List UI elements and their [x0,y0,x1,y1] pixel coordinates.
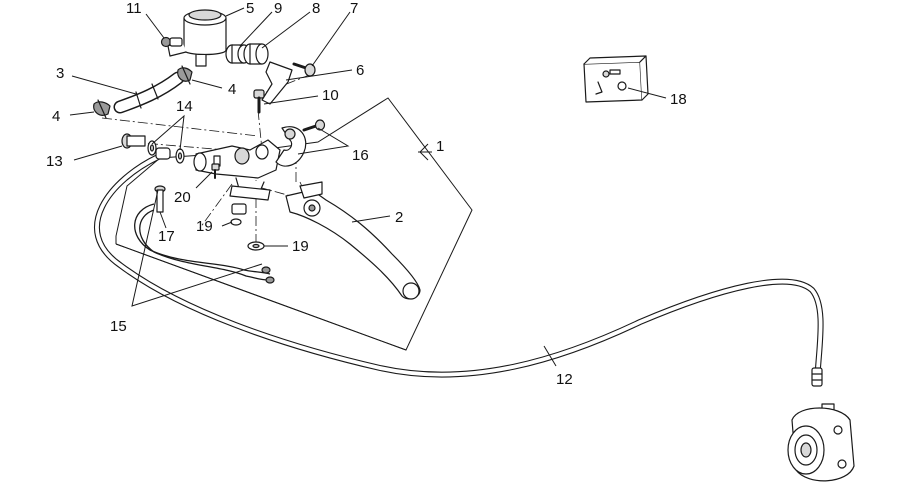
callout-13: 13 [46,153,63,170]
screw-20 [211,163,220,179]
callout-10: 10 [322,87,339,104]
callout-19-left: 19 [196,218,213,235]
clutch-lever-2 [285,181,421,300]
callout-18: 18 [670,91,687,108]
callout-14: 14 [176,98,193,115]
switch-block [231,203,247,215]
bracket-6 [261,61,293,105]
callout-11: 11 [126,0,142,17]
callout-15: 15 [110,318,127,335]
washer-19-left [230,218,242,226]
callout-8: 8 [312,0,320,17]
washer-19-right [247,241,265,251]
clamp-4-left [93,99,111,119]
assembly-frame [115,97,473,351]
hose-banjo-end [155,147,171,160]
clutch-hose-12 [94,154,824,378]
callout-20: 20 [174,189,191,206]
callout-6: 6 [356,62,364,79]
callout-19-right: 19 [292,238,309,255]
switch-wire-15 [134,203,275,284]
bushing-8 [243,43,269,65]
switch-plate [229,185,271,201]
callout-9: 9 [274,0,282,17]
clamp-4-top [177,65,193,85]
callout-3: 3 [56,65,64,82]
reservoir-5 [167,9,227,67]
bolt-17 [154,185,166,213]
callout-2: 2 [395,209,403,226]
callout-16: 16 [352,147,369,164]
reservoir-hose-3 [113,71,185,114]
bolt-11 [160,36,183,48]
assembly-frame-side [115,243,407,351]
callout-7: 7 [350,0,358,17]
clamp-screw-16 [302,119,326,132]
washers-14 [147,140,185,164]
banjo-bolt-13 [121,133,146,149]
callout-4-top: 4 [228,81,236,98]
callout-5: 5 [246,0,254,17]
callout-17: 17 [158,228,175,245]
kit-bag-18 [583,55,649,103]
slave-cylinder [787,367,855,482]
handlebar-clamp-16 [275,126,307,167]
callout-1: 1 [436,138,444,155]
callout-labels: 1 2 3 4 4 5 6 7 8 9 10 11 12 13 14 15 16… [46,0,687,388]
callout-4-left: 4 [52,108,60,125]
screw-10 [253,89,265,114]
callout-12: 12 [556,371,573,388]
leader-lines [69,7,667,367]
